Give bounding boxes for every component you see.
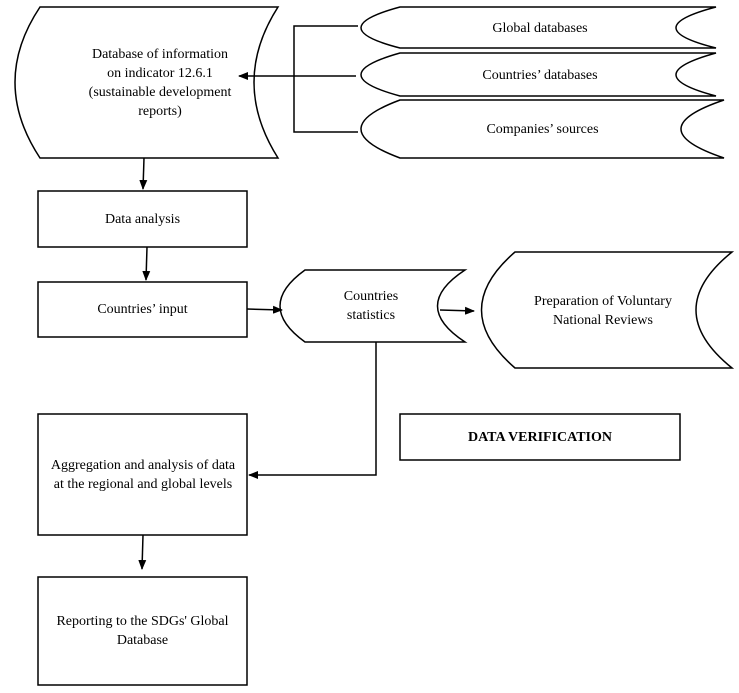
companies-sources-label: Companies’ sources [486, 121, 599, 137]
statistics-to-aggregation-arrow [248, 342, 377, 479]
data-analysis-rect [37, 190, 248, 248]
database-label: Database of information on indicator 12.… [88, 47, 232, 119]
global-databases-shape [360, 6, 717, 49]
database-to-analysis-arrow [139, 157, 148, 190]
global-databases-label: Global databases [492, 20, 588, 36]
countries-databases-shape [360, 52, 717, 97]
data-verification-rect [399, 413, 681, 461]
reporting-label: Reporting to the SDGs' Global Database [56, 614, 229, 648]
vnr-shape [480, 251, 735, 369]
countries-input-rect [37, 281, 248, 338]
countries-input-label: Countries’ input [97, 302, 188, 317]
input-to-statistics-arrow [246, 305, 283, 314]
data-analysis-label: Data analysis [104, 211, 181, 227]
analysis-to-input-arrow [142, 246, 151, 281]
aggregation-label: Aggregation and analysis of data at the … [50, 458, 236, 492]
reporting-rect [37, 576, 248, 686]
sources-bracket [293, 25, 358, 133]
database-shape [14, 6, 280, 159]
data-verification-label: DATA VERIFICATION [467, 429, 613, 445]
aggregation-to-reporting-arrow [138, 534, 147, 570]
vnr-label: Preparation of Voluntary National Review… [534, 294, 672, 328]
companies-sources-shape [360, 99, 725, 159]
countries-databases-label: Countries’ databases [482, 67, 598, 83]
countries-statistics-shape [279, 269, 468, 343]
countries-statistics-label: Countries statistics [343, 289, 399, 323]
statistics-to-vnr-arrow [439, 306, 475, 315]
